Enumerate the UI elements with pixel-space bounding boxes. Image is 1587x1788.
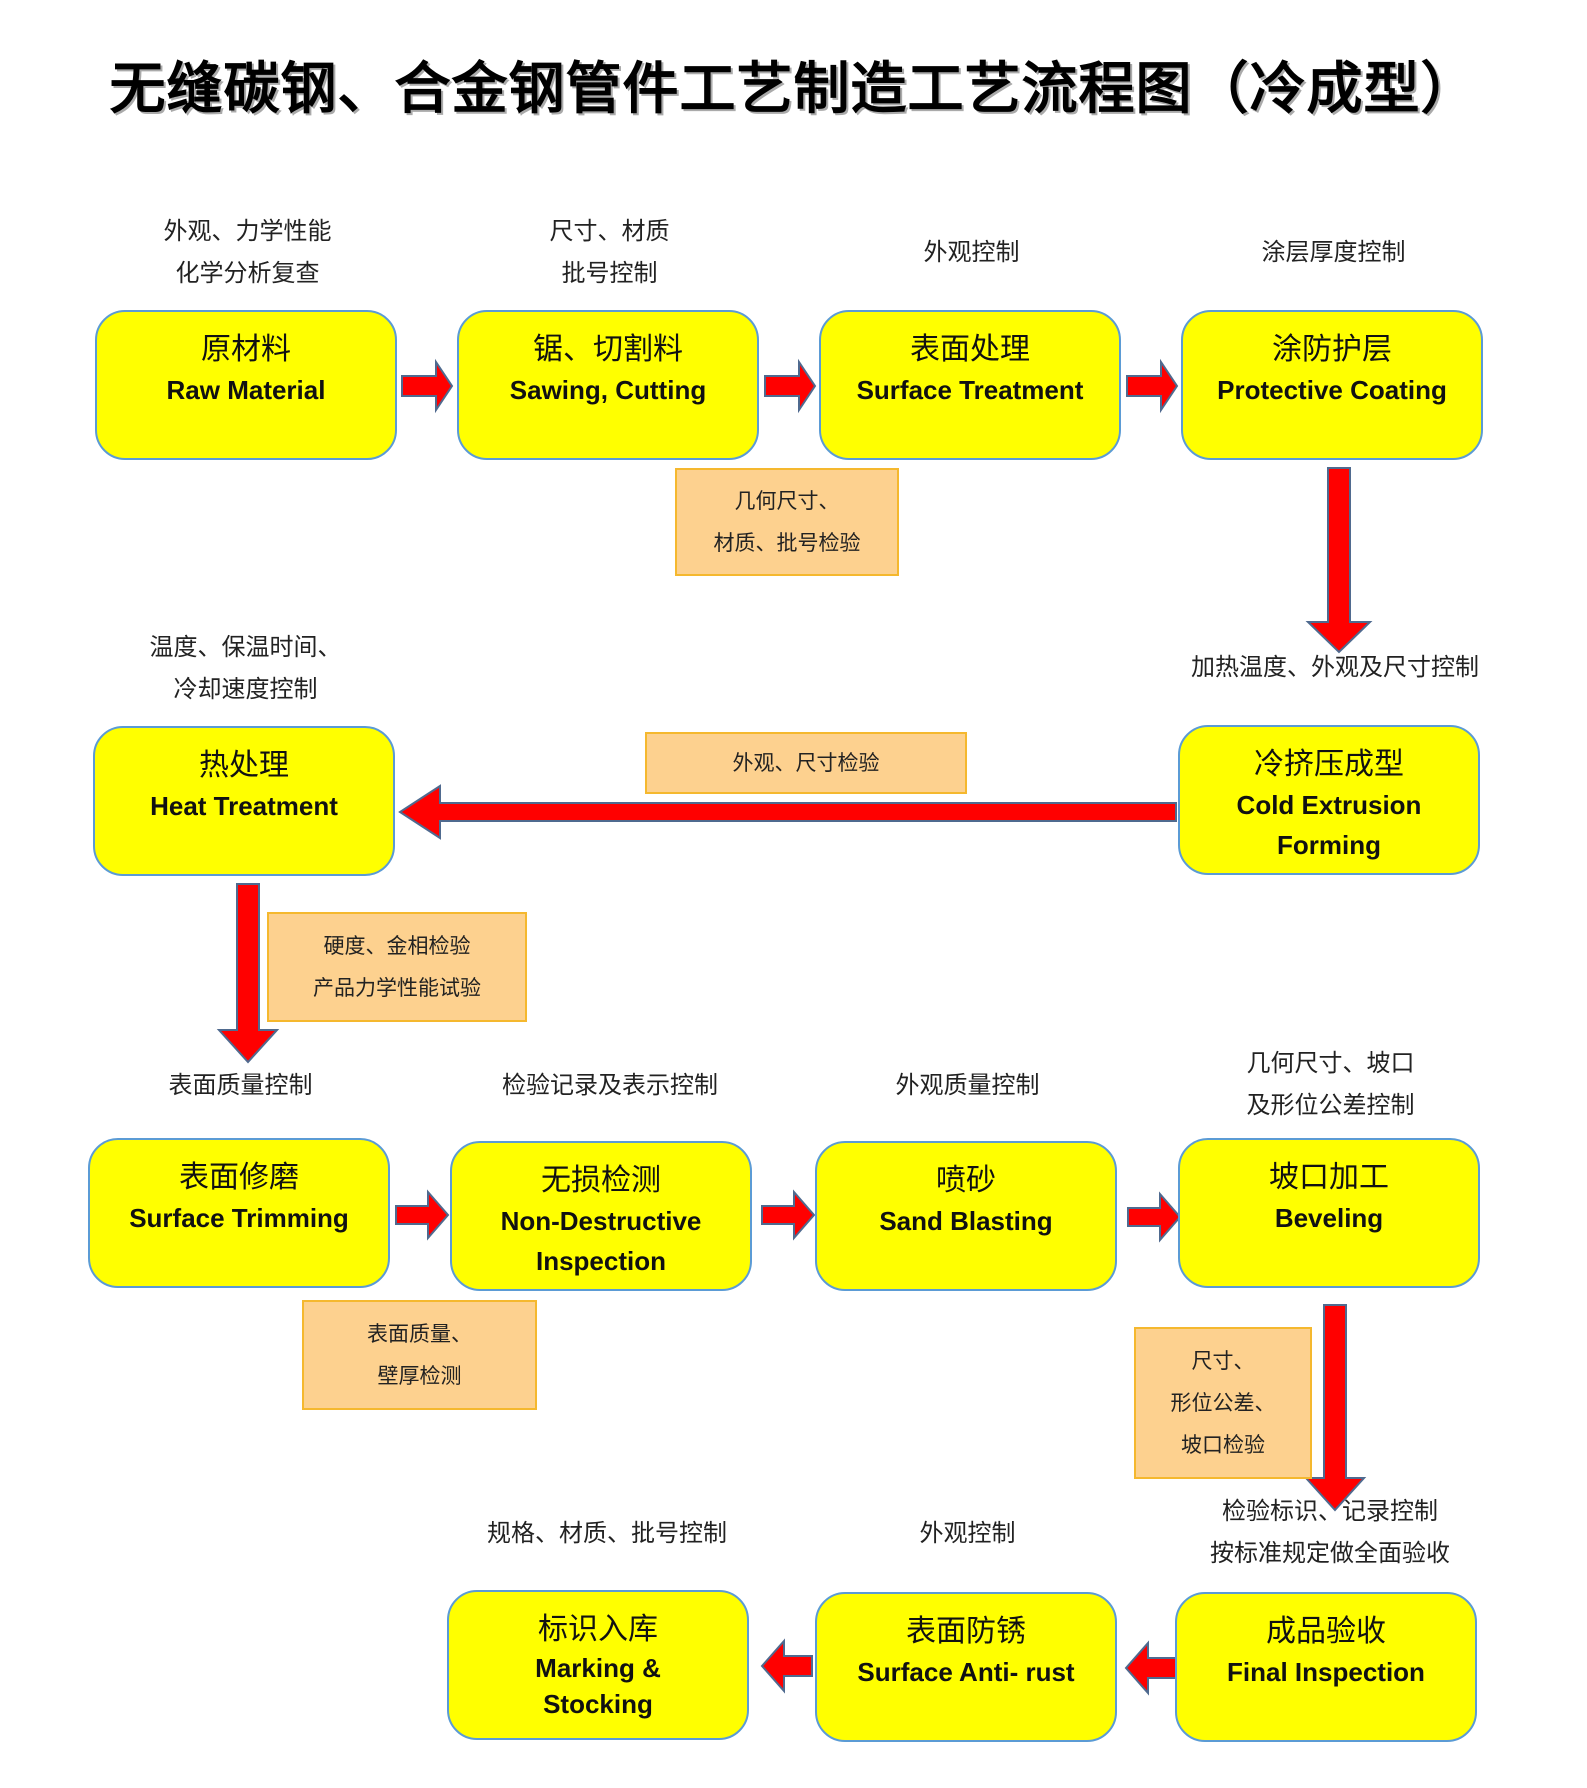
step-label-en: Beveling (1274, 1203, 1384, 1233)
inspection-note: 表面质量、 壁厚检测 (302, 1300, 537, 1410)
inspection-note: 尺寸、 形位公差、 坡口检验 (1134, 1327, 1312, 1479)
control-note: 规格、材质、批号控制 (447, 1512, 767, 1554)
step-sawing-cutting[interactable]: 锯、切割料 Sawing, Cutting (457, 310, 759, 460)
control-note-line: 外观控制 (919, 1519, 1016, 1547)
control-note-line: 批号控制 (561, 259, 658, 287)
step-label-en: Raw Material (166, 375, 326, 405)
control-note: 外观质量控制 (815, 1064, 1120, 1106)
step-label-en: Surface Trimming (129, 1203, 349, 1233)
control-note: 表面质量控制 (88, 1064, 393, 1106)
control-note: 检验标识、记录控制 按标准规定做全面验收 (1165, 1490, 1495, 1574)
step-surface-trimming[interactable]: 表面修磨 Surface Trimming (88, 1138, 390, 1288)
arrow-right-icon (401, 358, 454, 414)
control-note-line: 规格、材质、批号控制 (487, 1519, 727, 1547)
inspection-note: 几何尺寸、 材质、批号检验 (675, 468, 899, 576)
control-note-line: 及形位公差控制 (1246, 1091, 1415, 1119)
control-note-line: 外观、力学性能 (163, 217, 332, 245)
step-label-zh: 原材料 (201, 332, 291, 367)
arrow-left-icon (1124, 1640, 1177, 1696)
step-label-zh: 表面防锈 (906, 1614, 1026, 1649)
step-surface-treatment[interactable]: 表面处理 Surface Treatment (819, 310, 1121, 460)
inspection-note-line: 壁厚检测 (377, 1364, 462, 1388)
step-sand-blasting[interactable]: 喷砂 Sand Blasting (815, 1141, 1117, 1291)
control-note: 检验记录及表示控制 (450, 1064, 770, 1106)
arrow-down-icon (1305, 467, 1373, 654)
inspection-note: 外观、尺寸检验 (645, 732, 967, 794)
control-note-line: 加热温度、外观及尺寸控制 (1191, 653, 1479, 681)
control-note-line: 几何尺寸、坡口 (1246, 1049, 1415, 1077)
control-note: 外观控制 (815, 1512, 1120, 1554)
control-note: 外观控制 (819, 231, 1124, 273)
step-surface-anti-rust[interactable]: 表面防锈 Surface Anti- rust (815, 1592, 1117, 1742)
control-note-line: 冷却速度控制 (173, 675, 318, 703)
control-note: 温度、保温时间、 冷却速度控制 (93, 626, 398, 710)
step-label-zh: 热处理 (199, 748, 289, 783)
control-note-line: 外观控制 (923, 238, 1020, 266)
step-label-en: Protective Coating (1217, 375, 1447, 405)
page-title: 无缝碳钢、合金钢管件工艺制造工艺流程图（冷成型） (109, 57, 1478, 122)
step-heat-treatment[interactable]: 热处理 Heat Treatment (93, 726, 395, 876)
step-label-en: Non-Destructive Inspection (500, 1206, 702, 1276)
arrow-down-icon (1303, 1304, 1367, 1512)
arrow-left-icon (760, 1638, 813, 1694)
step-label-zh: 锯、切割料 (533, 332, 683, 367)
control-note: 尺寸、材质 批号控制 (457, 210, 762, 294)
control-note-line: 按标准规定做全面验收 (1210, 1539, 1450, 1567)
control-note-line: 表面质量控制 (168, 1071, 313, 1099)
step-label-zh: 表面修磨 (179, 1160, 299, 1195)
arrow-left-icon (398, 784, 1177, 840)
step-label-zh: 成品验收 (1266, 1614, 1386, 1649)
step-label-en: Sand Blasting (879, 1206, 1053, 1236)
inspection-note-line: 几何尺寸、 (734, 489, 840, 513)
step-label-zh: 标识入库 (538, 1612, 658, 1647)
arrow-right-icon (761, 1189, 816, 1241)
step-label-zh: 冷挤压成型 (1254, 747, 1404, 782)
step-label-en: Final Inspection (1227, 1657, 1425, 1687)
control-note: 涂层厚度控制 (1181, 231, 1486, 273)
step-label-en: Surface Treatment (856, 375, 1084, 405)
step-cold-extrusion-forming[interactable]: 冷挤压成型 Cold Extrusion Forming (1178, 725, 1480, 875)
arrow-right-icon (395, 1189, 450, 1241)
step-label-zh: 表面处理 (910, 332, 1030, 367)
arrow-right-icon (764, 358, 817, 414)
step-label-en: Cold Extrusion Forming (1236, 790, 1422, 860)
step-raw-material[interactable]: 原材料 Raw Material (95, 310, 397, 460)
arrow-down-icon (216, 883, 280, 1064)
step-label-zh: 无损检测 (541, 1163, 661, 1198)
arrow-right-icon (1126, 358, 1179, 414)
inspection-note-line: 产品力学性能试验 (313, 976, 481, 1000)
control-note-line: 外观质量控制 (895, 1071, 1040, 1099)
inspection-note: 硬度、金相检验 产品力学性能试验 (267, 912, 527, 1022)
inspection-note-line: 坡口检验 (1181, 1433, 1265, 1457)
control-note-line: 温度、保温时间、 (149, 633, 342, 661)
inspection-note-line: 硬度、金相检验 (323, 934, 471, 958)
step-label-zh: 坡口加工 (1269, 1160, 1389, 1195)
inspection-note-line: 尺寸、 (1191, 1349, 1255, 1373)
step-label-en: Marking & Stocking (535, 1653, 661, 1719)
control-note: 加热温度、外观及尺寸控制 (1150, 646, 1520, 688)
control-note: 几何尺寸、坡口 及形位公差控制 (1178, 1042, 1483, 1126)
step-label-en: Surface Anti- rust (857, 1657, 1075, 1687)
inspection-note-line: 外观、尺寸检验 (732, 751, 880, 775)
step-label-en: Heat Treatment (150, 791, 338, 821)
step-protective-coating[interactable]: 涂防护层 Protective Coating (1181, 310, 1483, 460)
step-label-zh: 涂防护层 (1272, 332, 1392, 367)
step-label-en: Sawing, Cutting (509, 375, 707, 405)
inspection-note-line: 表面质量、 (367, 1322, 472, 1346)
step-marking-stocking[interactable]: 标识入库 Marking & Stocking (447, 1590, 749, 1740)
control-note-line: 尺寸、材质 (549, 217, 670, 245)
inspection-note-line: 形位公差、 (1170, 1391, 1276, 1415)
step-final-inspection[interactable]: 成品验收 Final Inspection (1175, 1592, 1477, 1742)
control-note-line: 检验标识、记录控制 (1222, 1497, 1438, 1525)
step-beveling[interactable]: 坡口加工 Beveling (1178, 1138, 1480, 1288)
inspection-note-line: 材质、批号检验 (713, 531, 861, 555)
control-note-line: 涂层厚度控制 (1261, 238, 1406, 266)
step-non-destructive-inspection[interactable]: 无损检测 Non-Destructive Inspection (450, 1141, 752, 1291)
control-note-line: 检验记录及表示控制 (502, 1071, 718, 1099)
arrow-right-icon (1127, 1191, 1182, 1243)
control-note: 外观、力学性能 化学分析复查 (95, 210, 400, 294)
step-label-zh: 喷砂 (936, 1163, 996, 1198)
control-note-line: 化学分析复查 (175, 259, 320, 287)
